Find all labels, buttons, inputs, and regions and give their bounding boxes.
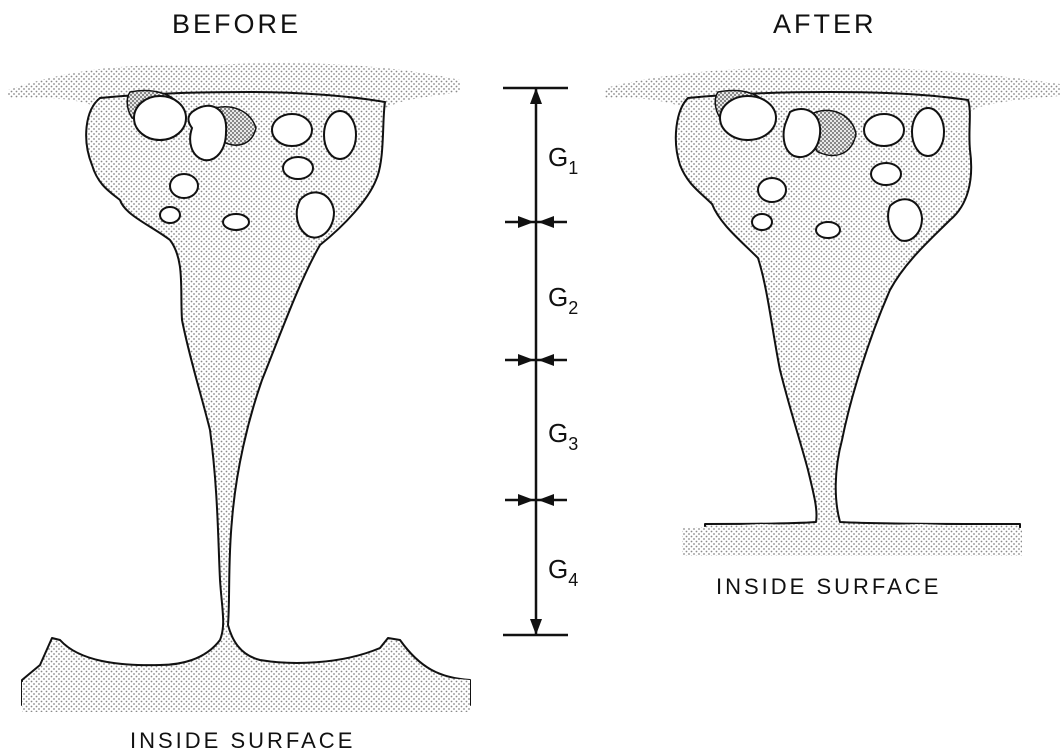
after-pore-7 (758, 178, 786, 202)
before-panel (8, 63, 470, 712)
after-pore-1 (720, 96, 776, 140)
before-pore-8 (160, 207, 180, 223)
before-bottom-surface (22, 672, 470, 712)
before-pore-2 (188, 106, 226, 160)
scale-label-g2-letter: G (548, 282, 568, 312)
scale-tick-1-arrow-right (538, 216, 554, 228)
after-pore-6 (888, 199, 922, 241)
scale-label-g3: G3 (548, 418, 578, 454)
scale-tick-2-arrow-right (538, 354, 554, 366)
after-bottom-surface (682, 524, 1022, 556)
scale-label-g1-letter: G (548, 142, 568, 172)
scale-label-g3-letter: G (548, 418, 568, 448)
scale-label-g3-sub: 3 (568, 434, 578, 454)
after-surface-label: INSIDE SURFACE (716, 574, 941, 599)
scale-label-g1: G1 (548, 142, 578, 178)
scale-arrow-top (530, 88, 542, 104)
scale-bar: G1 G2 G3 G4 (503, 88, 578, 635)
scale-label-g4-sub: 4 (568, 570, 578, 590)
scale-label-g1-sub: 1 (568, 158, 578, 178)
scale-label-g2-sub: 2 (568, 298, 578, 318)
before-pore-7 (170, 174, 198, 198)
after-pore-4 (912, 108, 944, 156)
scale-arrow-bottom (530, 619, 542, 635)
before-pore-1 (134, 96, 186, 140)
scale-tick-1-arrow-left (518, 216, 534, 228)
scale-tick-3-arrow-right (538, 494, 554, 506)
after-pore-2 (784, 109, 821, 157)
before-pore-6 (297, 192, 334, 237)
scale-tick-3-arrow-left (518, 494, 534, 506)
before-pore-4 (324, 111, 356, 159)
before-pore-3 (272, 114, 312, 146)
before-pore-5 (283, 157, 313, 179)
after-pore-5 (871, 163, 901, 185)
scale-label-g4: G4 (548, 554, 578, 590)
after-pore-8 (752, 214, 772, 230)
after-pore-3 (864, 114, 904, 146)
after-pore-9 (816, 222, 840, 238)
after-panel (605, 68, 1060, 556)
before-crack-body (22, 92, 470, 705)
after-title: AFTER (773, 9, 877, 39)
before-title: BEFORE (172, 9, 301, 39)
scale-label-g4-letter: G (548, 554, 568, 584)
after-crack-body (676, 92, 1020, 532)
scale-tick-2-arrow-left (518, 354, 534, 366)
scale-label-g2: G2 (548, 282, 578, 318)
before-pore-9 (223, 214, 249, 230)
before-surface-label: INSIDE SURFACE (130, 728, 355, 753)
